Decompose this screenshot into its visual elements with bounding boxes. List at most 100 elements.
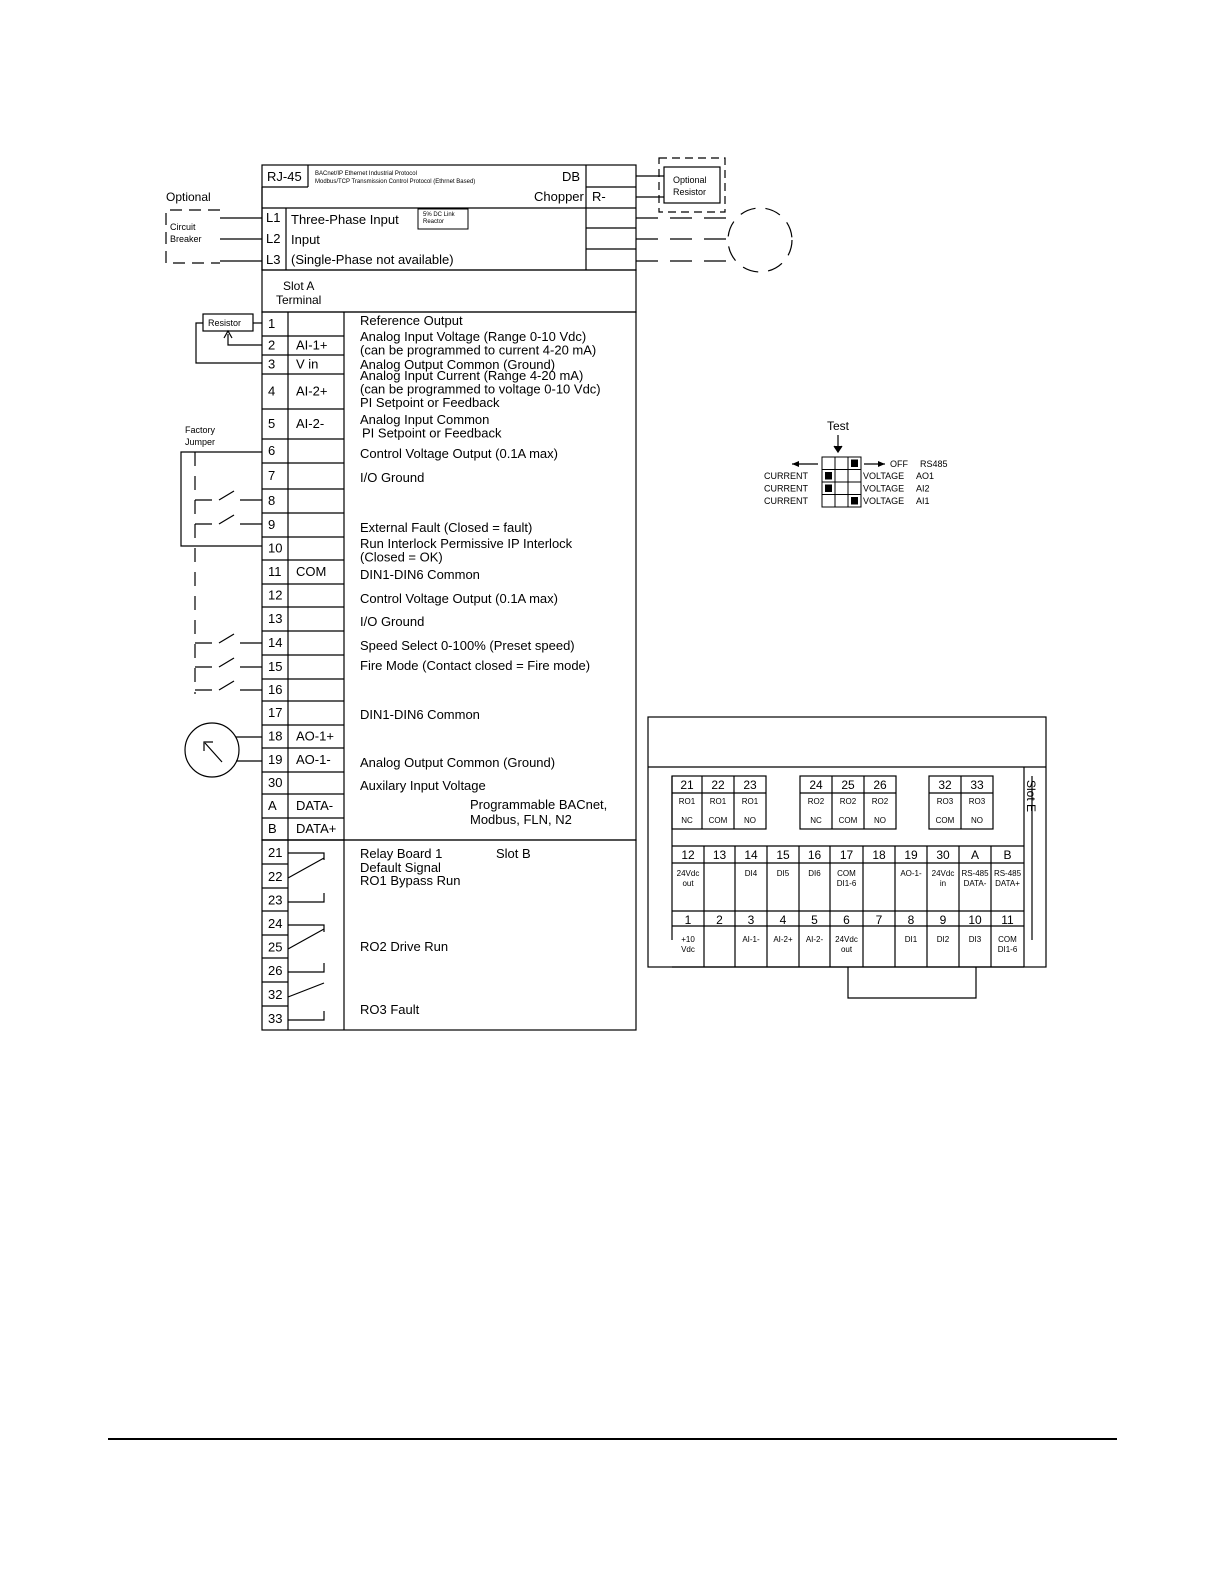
relay-terminal-number: 25 bbox=[268, 940, 282, 955]
slot-e-upper-label: DI5 bbox=[777, 869, 790, 878]
terminal-description: External Fault (Closed = fault) bbox=[360, 520, 532, 535]
slot-e-relay-contact: COM bbox=[839, 816, 858, 825]
dip-row-name: AI2 bbox=[916, 484, 930, 494]
jumper-line-1: Factory bbox=[185, 425, 216, 435]
opt-resistor-line-2: Resistor bbox=[673, 187, 706, 197]
slot-e-lower-number: 1 bbox=[685, 913, 692, 927]
terminal-description: Control Voltage Output (0.1A max) bbox=[360, 591, 558, 606]
terminal-number: 3 bbox=[268, 357, 275, 372]
dip-cell bbox=[821, 456, 836, 470]
dip-left-label: CURRENT bbox=[764, 496, 809, 506]
bacnet-note: Programmable BACnet, Modbus, FLN, N2 bbox=[470, 797, 607, 827]
relay-terminal-number: 24 bbox=[268, 916, 282, 931]
slot-e-relay-number: 25 bbox=[841, 778, 855, 792]
slot-e-lower-sublabel: DI1-6 bbox=[998, 945, 1018, 954]
dip-left-label: CURRENT bbox=[764, 471, 809, 481]
terminal-description: Auxilary Input Voltage bbox=[360, 778, 486, 793]
bacnet-line-1: Programmable BACnet, bbox=[470, 797, 607, 812]
r-minus-label: R- bbox=[592, 189, 606, 204]
slot-e-upper-label: AO-1- bbox=[900, 869, 922, 878]
terminal-number: 14 bbox=[268, 635, 282, 650]
slot-e-lower-label: AI-2+ bbox=[773, 935, 793, 944]
terminal-signal: AI-1+ bbox=[296, 338, 327, 353]
terminal-description: DIN1-DIN6 Common bbox=[360, 707, 480, 722]
jumper-line-2: Jumper bbox=[185, 437, 215, 447]
terminal-number: B bbox=[268, 821, 277, 836]
terminal-number: 2 bbox=[268, 338, 275, 353]
reactor-line-1: 5% DC Link bbox=[423, 212, 456, 218]
dip-cell bbox=[834, 469, 849, 483]
slot-e-upper-number: 14 bbox=[744, 848, 758, 862]
dip-row-name: AO1 bbox=[916, 471, 934, 481]
relay-board-line-3: RO1 Bypass Run bbox=[360, 873, 460, 888]
terminal-number: 9 bbox=[268, 517, 275, 532]
relay-terminal-number: 26 bbox=[268, 963, 282, 978]
slot-e-relay-label: RO3 bbox=[937, 797, 954, 806]
slot-e-upper-label: 24Vdc bbox=[932, 869, 955, 878]
slot-e-upper-number: 30 bbox=[936, 848, 950, 862]
slot-e-relay-contact: NC bbox=[681, 816, 693, 825]
terminal-number: 13 bbox=[268, 611, 282, 626]
slot-e-upper-number: 12 bbox=[681, 848, 695, 862]
slot-e-upper-label: COM bbox=[837, 869, 856, 878]
slot-e-relay-number: 23 bbox=[743, 778, 757, 792]
terminal-signal: DATA+ bbox=[296, 821, 336, 836]
terminal-description: DIN1-DIN6 Common bbox=[360, 567, 480, 582]
terminal-number: 10 bbox=[268, 541, 282, 556]
dip-cell bbox=[834, 481, 849, 495]
slot-e-lower-number: 3 bbox=[748, 913, 755, 927]
slot-e-upper-sublabel: in bbox=[940, 879, 946, 888]
terminal-description: Run Interlock Permissive IP Interlock bbox=[360, 536, 573, 551]
line-l1-id: L1 bbox=[266, 210, 280, 225]
terminal-description: PI Setpoint or Feedback bbox=[360, 395, 500, 410]
terminal-number: 15 bbox=[268, 659, 282, 674]
line-l2-text: Input bbox=[291, 232, 320, 247]
db-label: DB bbox=[562, 169, 580, 184]
chopper-label: Chopper bbox=[534, 189, 585, 204]
slot-e-upper-sublabel: DATA+ bbox=[995, 879, 1020, 888]
terminal-description: I/O Ground bbox=[360, 614, 424, 629]
slot-e-relay-label: RO2 bbox=[872, 797, 889, 806]
slot-e-upper-label: 24Vdc bbox=[677, 869, 700, 878]
terminal-signal: AO-1- bbox=[296, 752, 331, 767]
terminal-number: 6 bbox=[268, 443, 275, 458]
dip-switch-on bbox=[825, 484, 832, 492]
slot-e-lower-number: 7 bbox=[876, 913, 883, 927]
dip-left-label: CURRENT bbox=[764, 484, 809, 494]
terminal-row: 13 I/O Ground bbox=[262, 611, 424, 632]
terminal-row: 9 External Fault (Closed = fault) bbox=[262, 517, 532, 538]
slot-e-upper-sublabel: DATA- bbox=[964, 879, 987, 888]
slot-e-relay-contact: COM bbox=[709, 816, 728, 825]
protocol-line-1: BACnet/IP Ethernet Industrial Protocol bbox=[315, 171, 417, 177]
slot-e-lower-number: 2 bbox=[716, 913, 723, 927]
slot-e-upper-number: 13 bbox=[713, 848, 727, 862]
terminal-description: PI Setpoint or Feedback bbox=[362, 426, 502, 441]
terminal-signal: DATA- bbox=[296, 798, 333, 813]
slot-e-relay-number: 33 bbox=[970, 778, 984, 792]
slot-e-upper-label: DI4 bbox=[745, 869, 758, 878]
terminal-number: 4 bbox=[268, 384, 275, 399]
relay-ro1-contact bbox=[287, 852, 325, 903]
relay-terminal-number: 23 bbox=[268, 893, 282, 908]
rj45-label: RJ-45 bbox=[267, 169, 302, 184]
terminal-number: A bbox=[268, 798, 277, 813]
slot-e-upper-number: A bbox=[971, 848, 979, 862]
dip-test-label: Test bbox=[827, 419, 850, 433]
slot-e-upper-label: RS-485 bbox=[961, 869, 989, 878]
meter-gauge bbox=[184, 722, 262, 778]
slot-e-upper-number: 15 bbox=[776, 848, 790, 862]
dip-right-label: VOLTAGE bbox=[863, 496, 904, 506]
bacnet-line-2: Modbus, FLN, N2 bbox=[470, 812, 572, 827]
slot-e-upper-number: 17 bbox=[840, 848, 854, 862]
slot-e-upper-sublabel: DI1-6 bbox=[837, 879, 857, 888]
dip-switch-on bbox=[825, 472, 832, 480]
